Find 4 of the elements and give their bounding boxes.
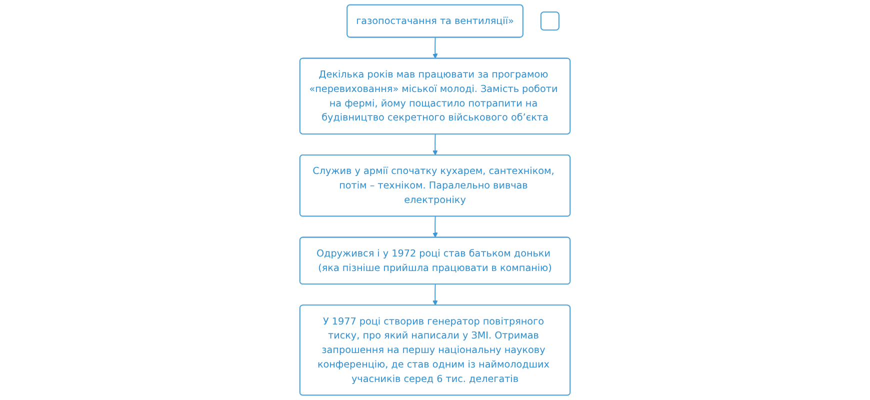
arrow [432, 284, 438, 306]
arrow [432, 134, 438, 156]
arrow [432, 216, 438, 238]
arrow [432, 37, 438, 59]
